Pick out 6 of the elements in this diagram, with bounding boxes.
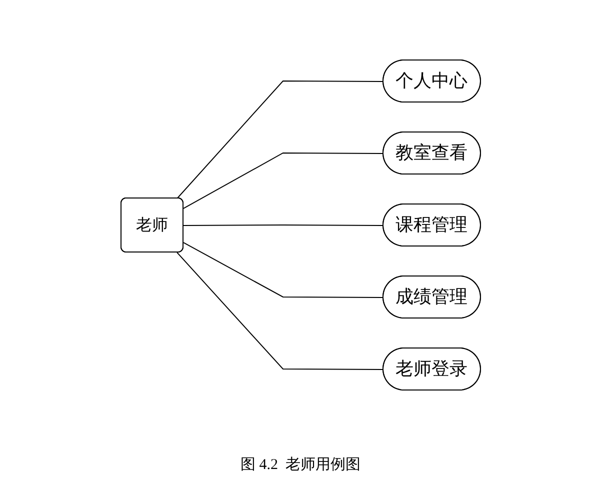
connector — [182, 242, 384, 298]
connector — [176, 252, 384, 370]
connector — [176, 80, 384, 198]
connector — [182, 224, 384, 226]
connector — [182, 152, 384, 208]
caption: 图 4.2 老师用例图 — [240, 456, 360, 474]
